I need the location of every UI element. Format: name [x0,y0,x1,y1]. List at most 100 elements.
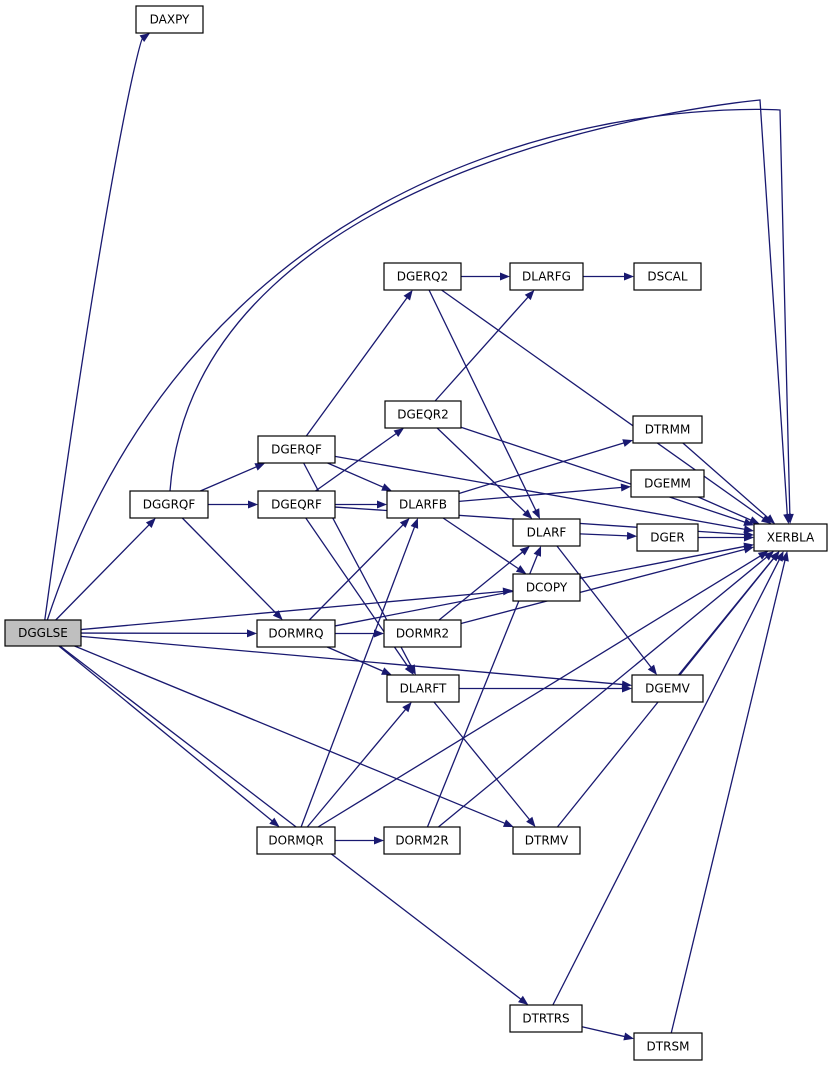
node-box [386,674,460,703]
node-dgemv[interactable]: DGEMV [631,674,704,703]
arrowhead-icon [533,546,542,557]
arrowhead-icon [402,702,412,713]
node-box [383,826,461,855]
node-dtrmm[interactable]: DTRMM [632,415,703,444]
arrowhead-icon [624,272,634,281]
node-label: DGEQRF [271,498,322,512]
node-label: DORMRQ [268,627,323,641]
node-label: DGERQ2 [397,270,449,284]
node-dger[interactable]: DGER [636,523,699,552]
node-label: DTRMM [645,423,691,437]
node-dlarft[interactable]: DLARFT [386,674,460,703]
arrowhead-icon [743,525,754,534]
node-dgerq2[interactable]: DGERQ2 [383,262,462,291]
edge-line [200,465,258,492]
node-label: DGERQF [271,443,322,457]
node-box [753,523,828,552]
edge-dtrtrs-to-xerbla [552,551,784,1006]
node-dggrqf[interactable]: DGGRQF [129,490,209,519]
edge-line [327,462,384,489]
node-dormrq[interactable]: DORMRQ [256,619,336,648]
node-dgeqr2[interactable]: DGEQR2 [384,400,462,429]
arrowhead-icon [377,500,387,509]
edge-dlarft-to-dtrmv [433,701,536,827]
edge-line [434,296,529,402]
node-dlarf[interactable]: DLARF [512,518,581,547]
arrowhead-icon [246,629,257,638]
node-dtrsm[interactable]: DTRSM [633,1032,703,1061]
node-box [384,400,462,429]
node-dlarfb[interactable]: DLARFB [386,490,460,519]
edge-dgeqr2-to-dlarfg [434,290,535,402]
edge-dgglse-to-dtrtrs [59,645,529,1005]
node-label: DGEMV [645,682,690,696]
edge-dormqr-to-dlarft [306,702,412,828]
arrowhead-icon [248,500,258,509]
arrowhead-icon [515,565,527,574]
arrowhead-icon [381,667,392,675]
node-xerbla[interactable]: XERBLA [753,523,828,552]
node-dgemm[interactable]: DGEMM [630,469,705,498]
node-label: DSCAL [647,270,687,284]
call-edges [44,33,794,1041]
node-dgerqf[interactable]: DGERQF [257,435,336,464]
edge-line [300,526,416,828]
node-box [631,674,704,703]
edge-line [169,99,788,516]
arrowhead-icon [748,516,760,524]
edge-dlarfb-to-dcopy [442,517,527,574]
node-label: DGGRQF [143,498,196,512]
node-label: DGGLSE [18,626,68,640]
arrowhead-icon [744,533,754,542]
edge-line [315,432,398,492]
node-label: DTRMV [525,834,569,848]
edge-dormrq-to-dlarfb [308,518,410,621]
node-dcopy[interactable]: DCOPY [512,573,581,602]
arrowhead-icon [770,551,780,562]
node-label: DGEMM [644,477,691,491]
node-dormqr[interactable]: DORMQR [256,826,336,855]
edge-dgglse-to-daxpy [44,33,151,621]
edge-dtrsm-to-xerbla [670,551,789,1034]
edge-dlarf-to-dger [579,531,637,540]
node-dgeqrf[interactable]: DGEQRF [257,490,336,519]
node-dorm2r[interactable]: DORM2R [383,826,461,855]
edge-dormrq-to-dlarft [326,646,392,675]
edge-line [46,108,791,621]
node-box [512,518,581,547]
edge-line [670,559,786,1034]
arrowhead-icon [743,545,754,554]
edge-line [433,701,531,821]
edge-dlarfg-to-dscal [583,272,634,281]
node-label: DGER [650,531,684,545]
edge-dlarf-to-dgemv [556,545,658,675]
edge-line [55,523,150,621]
node-dtrmv[interactable]: DTRMV [512,826,581,855]
edge-dgerq2-to-dlarfg [461,272,510,281]
node-dscal[interactable]: DSCAL [633,262,702,291]
node-box [129,490,209,519]
node-box [630,469,705,498]
node-box [632,415,703,444]
edge-line [442,517,520,570]
arrowhead-icon [524,290,535,301]
arrowhead-icon [763,551,775,561]
node-label: DAXPY [150,13,190,27]
edge-dlarfb-to-dtrmm [458,439,633,495]
node-box [256,619,336,648]
edge-line [308,523,404,621]
node-dtrtrs[interactable]: DTRTRS [509,1004,583,1033]
edge-line [581,1026,626,1038]
node-dlarfg[interactable]: DLARFG [509,262,584,291]
node-dormr2[interactable]: DORMR2 [383,619,462,648]
arrowhead-icon [757,551,769,560]
edge-line [579,533,629,537]
arrowhead-icon [254,463,266,471]
arrowhead-icon [374,836,384,845]
node-daxpy[interactable]: DAXPY [135,5,204,34]
edge-dormqr-to-xerbla [317,551,769,828]
node-label: DGEQR2 [397,408,449,422]
node-dgglse[interactable]: DGGLSE [4,619,82,647]
arrowhead-icon [532,508,540,519]
